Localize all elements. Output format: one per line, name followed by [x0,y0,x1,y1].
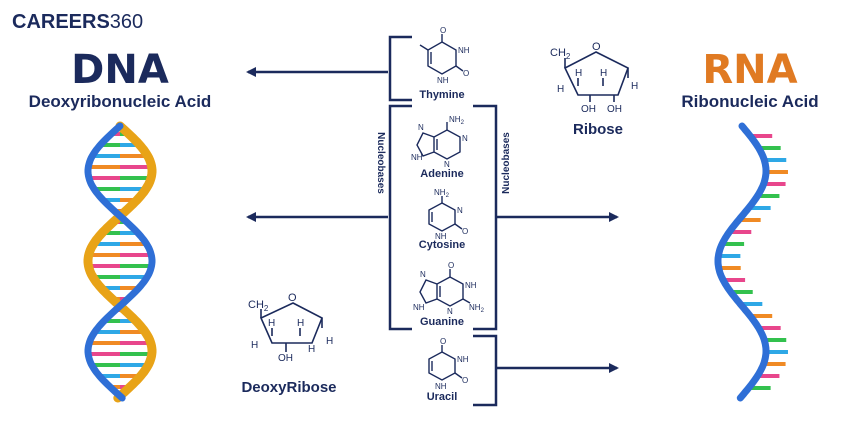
adenine-atom-n1: N [462,134,468,143]
rna-strand [714,122,770,402]
thymine-atom-o: O [440,26,446,35]
guanine-structure [419,269,471,307]
guanine-atom-n: N [447,307,453,316]
ribose-atom-oh2: OH [607,104,622,115]
cytosine-structure [428,196,463,232]
uracil-atom-o: O [440,337,446,346]
bracket-thymine [388,35,412,102]
thymine-label: Thymine [419,89,464,101]
thymine-structure [419,34,464,75]
guanine-atom-n2: N [420,270,426,279]
ribose-atom-oh1: OH [581,104,596,115]
deoxyribose-atom-oh: OH [278,353,293,364]
guanine-atom-nh2: NH2 [469,303,485,314]
deoxyribose-atom-ch2: CH2 [248,299,269,313]
cytosine-label: Cytosine [419,239,465,251]
ribose-label: Ribose [573,121,623,138]
uracil-label: Uracil [427,391,458,403]
deoxyribose-atom-h2: H [297,318,304,329]
bracket-dna-bases [388,104,412,331]
rna-title: RNA [702,47,797,93]
thymine-atom-nh: NH [458,46,470,55]
uracil-atom-nh2: NH [435,382,447,391]
deoxyribose-atom-h4: H [308,344,315,355]
deoxyribose-label: DeoxyRibose [241,379,336,396]
cytosine-atom-n: N [457,206,463,215]
guanine-atom-o: O [448,261,454,270]
ribose-atom-h4: H [631,81,638,92]
deoxyribose-atom-h3: H [251,340,258,351]
nucleobases-label-right: Nucleobases [501,132,512,194]
deoxyribose-atom-h5: H [326,336,333,347]
brand-name: CAREERS [12,11,110,33]
ribose-structure [563,51,629,102]
ribose-atom-h2: H [600,68,607,79]
cytosine-atom-o: O [462,227,468,236]
rna-subtitle: Ribonucleic Acid [681,92,818,111]
rna-helix-illustration [714,122,788,402]
deoxyribose-atom-h1: H [268,318,275,329]
adenine-atom-n2: N [444,160,450,169]
uracil-structure [428,345,463,381]
adenine-atom-nh2: NH2 [449,115,465,126]
ribose-atom-o: O [592,41,601,53]
thymine-atom-o2: O [463,69,469,78]
dna-title: DNA [71,47,169,93]
cytosine-atom-nh2: NH2 [434,188,450,199]
uracil-atom-o2: O [462,376,468,385]
dna-helix-illustration [83,121,157,403]
ribose-atom-ch2: CH2 [550,47,571,61]
adenine-atom-nh: NH [411,153,423,162]
ribose-atom-h1: H [575,68,582,79]
adenine-label: Adenine [420,168,463,180]
adenine-atom-n3: N [418,123,424,132]
dna-strand-gold [83,121,157,403]
guanine-atom-nh: NH [465,281,477,290]
guanine-label: Guanine [420,316,464,328]
thymine-atom-nh2: NH [437,76,449,85]
svg-text:CAREERS360: CAREERS360 [12,11,143,33]
ribose-atom-h3: H [557,84,564,95]
guanine-atom-hn: NH [413,303,425,312]
cytosine-atom-nh: NH [435,232,447,241]
dna-strand-blue [84,122,156,402]
bracket-uracil [473,334,498,407]
deoxyribose-structure [259,302,324,352]
dna-subtitle: Deoxyribonucleic Acid [29,92,212,111]
brand-number: 360 [110,11,143,33]
bracket-rna-bases [473,104,498,331]
adenine-structure [416,122,461,160]
uracil-atom-nh: NH [457,355,469,364]
deoxyribose-atom-o: O [288,292,297,304]
nucleobases-label-left: Nucleobases [375,132,386,194]
brand-logo: CAREERS360 [12,11,143,33]
